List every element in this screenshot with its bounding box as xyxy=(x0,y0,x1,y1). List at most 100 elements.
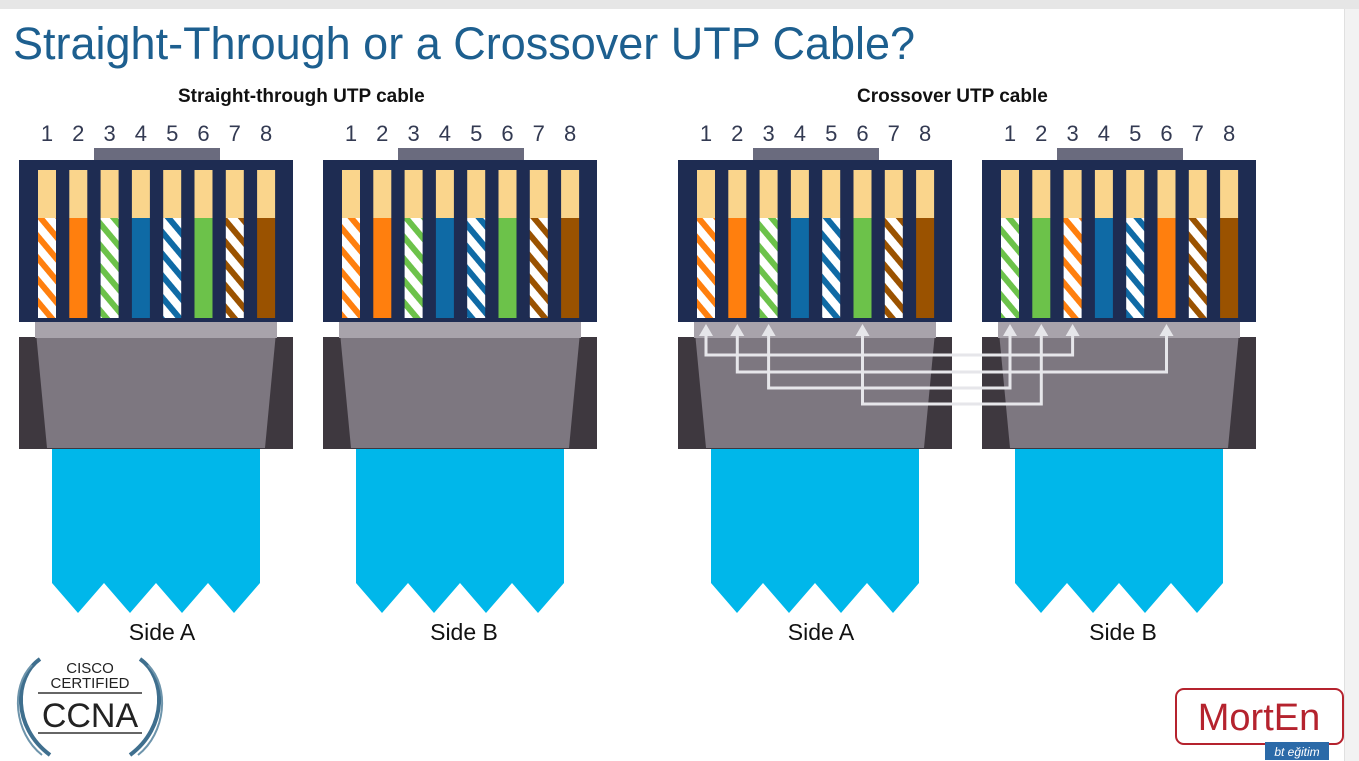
wire-white-orange xyxy=(342,218,360,318)
arrow-head xyxy=(730,324,745,336)
pin-number: 4 xyxy=(439,121,451,146)
wire-orange xyxy=(69,218,88,318)
wire-brown xyxy=(561,218,580,318)
pin-number: 8 xyxy=(919,121,931,146)
wire-white-brown xyxy=(1188,218,1207,318)
pin-contact xyxy=(697,170,715,218)
wire-brown xyxy=(1220,218,1239,318)
side-label-crossover-a: Side A xyxy=(787,619,855,645)
pin-contact xyxy=(529,170,548,218)
pin-number: 2 xyxy=(376,121,388,146)
side-label-straight-a: Side A xyxy=(128,619,196,645)
ccna-logo: CISCO CERTIFIED CCNA xyxy=(16,657,164,757)
pin-number: 5 xyxy=(1129,121,1141,146)
pin-number: 7 xyxy=(888,121,900,146)
connector-frame xyxy=(982,160,1256,322)
arrow-head xyxy=(1065,324,1080,336)
pin-contact xyxy=(822,170,841,218)
slide-title: Straight-Through or a Crossover UTP Cabl… xyxy=(13,18,916,69)
pin-contact xyxy=(1094,170,1113,218)
side-label-straight-b: Side B xyxy=(430,619,498,645)
connector-neck xyxy=(35,320,277,338)
pin-contact xyxy=(163,170,182,218)
pin-contact xyxy=(759,170,778,218)
pin-contact xyxy=(853,170,872,218)
connector-clip xyxy=(753,148,879,160)
pin-contact xyxy=(257,170,276,218)
pin-number: 5 xyxy=(470,121,482,146)
pin-number: 1 xyxy=(1004,121,1016,146)
wire-blue xyxy=(1094,218,1113,318)
pin-number: 2 xyxy=(731,121,743,146)
pin-number: 3 xyxy=(103,121,115,146)
pin-contact xyxy=(38,170,56,218)
wire-white-orange xyxy=(697,218,715,318)
arrow-head xyxy=(761,324,776,336)
ccna-main-text: CCNA xyxy=(42,697,139,735)
pin-contact xyxy=(467,170,486,218)
wire-white-green xyxy=(404,218,423,318)
pin-number: 6 xyxy=(197,121,209,146)
arrow-head xyxy=(1003,324,1017,336)
wire-white-green xyxy=(1001,218,1019,318)
pin-contact xyxy=(100,170,119,218)
arrow-head xyxy=(1034,324,1049,336)
crossover-link xyxy=(704,334,1075,357)
pin-number: 8 xyxy=(564,121,576,146)
wire-orange xyxy=(1157,218,1176,318)
pin-number: 8 xyxy=(1223,121,1235,146)
window-top-bar xyxy=(0,0,1359,9)
wire-white-green xyxy=(100,218,119,318)
pin-contact xyxy=(131,170,150,218)
wire-brown xyxy=(257,218,276,318)
ccna-cisco-text: CISCO xyxy=(66,660,114,677)
arrow-head xyxy=(855,324,870,336)
connector-frame xyxy=(19,160,293,322)
pin-contact xyxy=(404,170,423,218)
pin-number: 1 xyxy=(700,121,712,146)
pin-number: 4 xyxy=(1098,121,1110,146)
connector-boot-face xyxy=(694,322,936,448)
pin-contact xyxy=(1126,170,1145,218)
crossover-link xyxy=(735,334,1168,374)
arrow-head xyxy=(699,324,713,336)
wire-blue xyxy=(435,218,454,318)
wire-green xyxy=(1032,218,1051,318)
pin-contact xyxy=(884,170,903,218)
connector-clip xyxy=(94,148,220,160)
pin-number: 8 xyxy=(260,121,272,146)
pin-contact xyxy=(194,170,213,218)
connector-clip xyxy=(1057,148,1183,160)
pin-contact xyxy=(561,170,580,218)
window-scrollbar[interactable] xyxy=(1344,9,1359,761)
wire-green xyxy=(194,218,213,318)
pin-number: 7 xyxy=(1192,121,1204,146)
ccna-certified-text: CERTIFIED xyxy=(51,675,130,692)
pin-contact xyxy=(373,170,392,218)
wire-brown xyxy=(916,218,935,318)
morten-main-text: MortEn xyxy=(1198,697,1320,739)
wire-white-blue xyxy=(822,218,841,318)
pin-number: 7 xyxy=(533,121,545,146)
connector-neck xyxy=(694,320,936,338)
connector-frame xyxy=(323,160,597,322)
pin-number: 3 xyxy=(407,121,419,146)
pin-contact xyxy=(728,170,747,218)
pin-contact xyxy=(69,170,88,218)
pin-number: 5 xyxy=(166,121,178,146)
arrow-head xyxy=(1159,324,1174,336)
wire-white-brown xyxy=(529,218,548,318)
wire-white-orange xyxy=(1063,218,1082,318)
pin-contact xyxy=(1157,170,1176,218)
pin-contact xyxy=(342,170,360,218)
cable-jacket xyxy=(711,448,919,613)
wire-white-blue xyxy=(163,218,182,318)
wire-white-blue xyxy=(1126,218,1145,318)
crossover-links xyxy=(699,324,1174,406)
pin-contact xyxy=(498,170,517,218)
cable-jacket xyxy=(52,448,260,613)
